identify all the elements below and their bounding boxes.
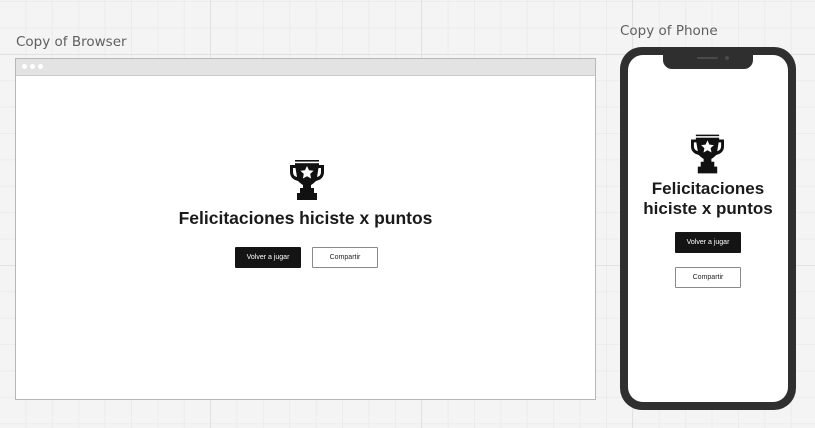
trophy-icon bbox=[691, 134, 724, 174]
speaker-icon bbox=[697, 57, 718, 59]
phone-frame-label[interactable]: Copy of Phone bbox=[620, 23, 718, 39]
browser-frame[interactable]: Felicitaciones hiciste x puntos Volver a… bbox=[15, 58, 596, 400]
play-again-button[interactable]: Volver a jugar bbox=[675, 232, 741, 253]
trophy-icon bbox=[290, 160, 324, 200]
camera-icon bbox=[725, 56, 729, 60]
share-button[interactable]: Compartir bbox=[675, 267, 741, 288]
phone-notch bbox=[663, 55, 753, 69]
result-heading-line2: hiciste x puntos bbox=[643, 199, 773, 218]
play-again-button[interactable]: Volver a jugar bbox=[235, 247, 301, 268]
browser-title-bar bbox=[16, 59, 595, 76]
browser-content: Felicitaciones hiciste x puntos Volver a… bbox=[16, 75, 595, 399]
browser-frame-label[interactable]: Copy of Browser bbox=[16, 34, 127, 50]
share-button[interactable]: Compartir bbox=[312, 247, 378, 268]
result-heading: Felicitaciones hiciste x puntos bbox=[178, 208, 433, 228]
result-heading-line1: Felicitaciones bbox=[651, 179, 765, 198]
window-dots-icon bbox=[22, 64, 43, 69]
